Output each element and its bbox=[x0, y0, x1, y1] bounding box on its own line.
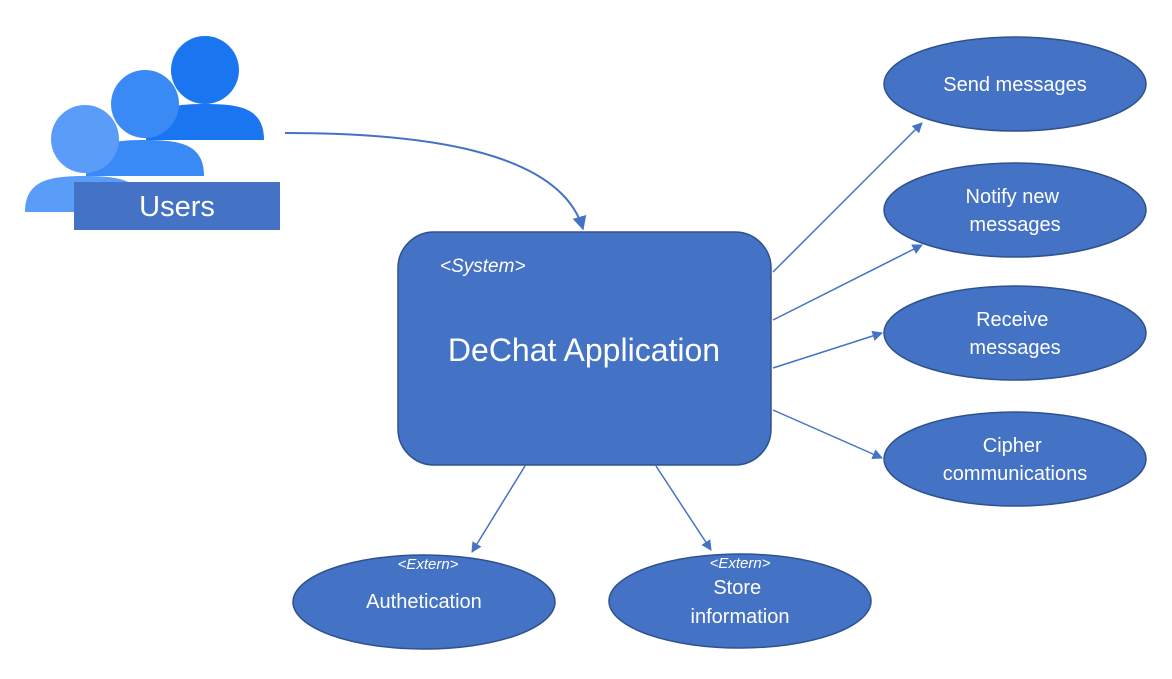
function-cipher-communications-label: Cipher communications bbox=[943, 435, 1088, 485]
function-send-messages: Send messages bbox=[883, 36, 1147, 132]
function-receive-line-2: messages bbox=[969, 337, 1060, 359]
connector-to-receive-messages bbox=[772, 330, 883, 369]
function-receive-line-1: Receive bbox=[976, 309, 1048, 331]
external-store-information-stereotype: <Extern> bbox=[710, 555, 771, 572]
external-authetication-label: Authetication bbox=[366, 591, 482, 613]
function-notify-line-1: Notify new bbox=[966, 186, 1060, 208]
external-authetication-stereotype: <Extern> bbox=[398, 556, 459, 573]
users-label-box: Users bbox=[74, 182, 280, 230]
connector-to-store-information bbox=[655, 465, 712, 551]
external-store-information: <Extern> Store information bbox=[608, 553, 872, 649]
connector-to-cipher-communications bbox=[772, 409, 883, 459]
connector-to-notify-messages bbox=[772, 244, 923, 321]
function-receive-messages-label: Receive messages bbox=[969, 309, 1060, 359]
external-store-line-2: information bbox=[691, 606, 790, 628]
function-cipher-line-2: communications bbox=[943, 463, 1088, 485]
function-notify-new-messages: Notify new messages bbox=[883, 162, 1147, 258]
function-cipher-line-1: Cipher bbox=[983, 435, 1042, 457]
function-send-messages-label: Send messages bbox=[943, 74, 1086, 96]
function-receive-messages: Receive messages bbox=[883, 285, 1147, 381]
external-store-line-1: Store bbox=[713, 577, 761, 599]
connector-users-to-system bbox=[284, 132, 587, 231]
system-title: DeChat Application bbox=[448, 332, 720, 368]
users-label: Users bbox=[139, 191, 215, 223]
function-cipher-communications: Cipher communications bbox=[883, 411, 1147, 507]
external-authetication: <Extern> Authetication bbox=[292, 554, 556, 650]
connector-to-authetication bbox=[471, 465, 526, 553]
system-box: <System> DeChat Application bbox=[397, 231, 772, 466]
system-stereotype: <System> bbox=[440, 256, 526, 277]
connector-to-send-messages bbox=[772, 122, 923, 273]
external-store-information-label: Store information bbox=[691, 577, 790, 628]
connectors bbox=[284, 122, 923, 553]
function-notify-new-messages-label: Notify new messages bbox=[966, 186, 1065, 236]
function-notify-line-2: messages bbox=[969, 214, 1060, 236]
